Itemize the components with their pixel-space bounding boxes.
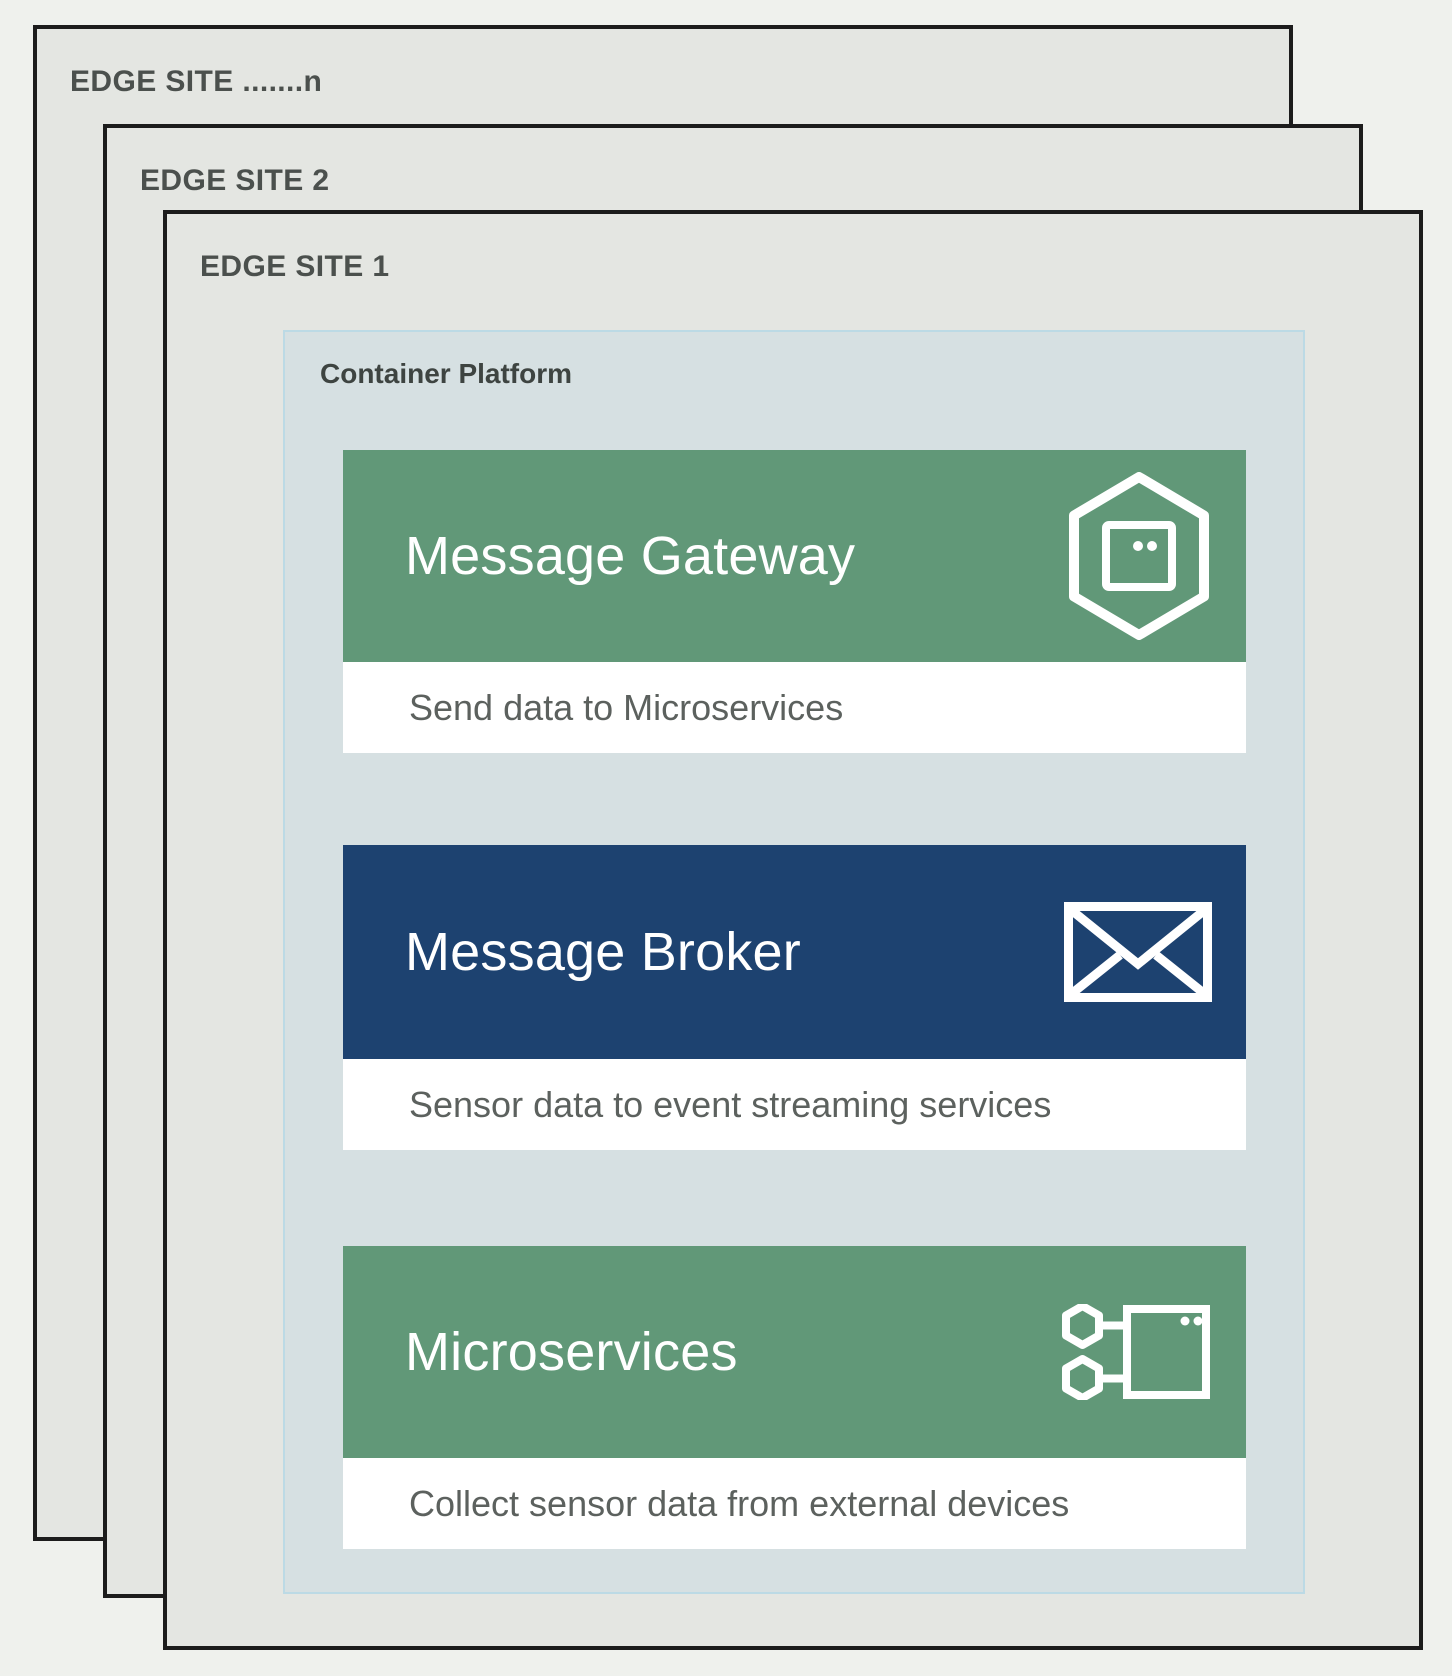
message-gateway-caption: Send data to Microservices (409, 686, 844, 728)
message-broker-title: Message Broker (405, 922, 801, 982)
message-gateway-card: Message Gateway Send data to Microservic… (343, 450, 1246, 753)
pod-hexagon-icon (1066, 472, 1212, 640)
edge-site-1-label: EDGE SITE 1 (200, 250, 390, 283)
edge-site-2-label: EDGE SITE 2 (140, 164, 330, 197)
microservices-card: Microservices Colle (343, 1246, 1246, 1549)
microservices-caption-band: Collect sensor data from external device… (343, 1458, 1246, 1549)
microservices-title: Microservices (405, 1322, 738, 1382)
envelope-icon (1064, 902, 1212, 1002)
container-platform-label: Container Platform (320, 358, 573, 389)
message-gateway-title: Message Gateway (405, 526, 856, 586)
edge-site-n-label: EDGE SITE .......n (70, 65, 323, 98)
message-gateway-header: Message Gateway (343, 450, 1246, 662)
message-broker-card: Message Broker Sensor data to event stre… (343, 845, 1246, 1150)
edge-site-1-box: EDGE SITE 1 Container Platform Message G… (163, 210, 1423, 1650)
microservices-caption: Collect sensor data from external device… (409, 1482, 1070, 1524)
message-broker-header: Message Broker (343, 845, 1246, 1059)
container-platform-box: Container Platform Message Gateway (283, 330, 1305, 1594)
message-broker-caption-band: Sensor data to event streaming services (343, 1059, 1246, 1150)
microservices-header: Microservices (343, 1246, 1246, 1458)
microservices-icon (1062, 1304, 1212, 1400)
message-broker-caption: Sensor data to event streaming services (409, 1083, 1052, 1125)
message-gateway-caption-band: Send data to Microservices (343, 662, 1246, 753)
